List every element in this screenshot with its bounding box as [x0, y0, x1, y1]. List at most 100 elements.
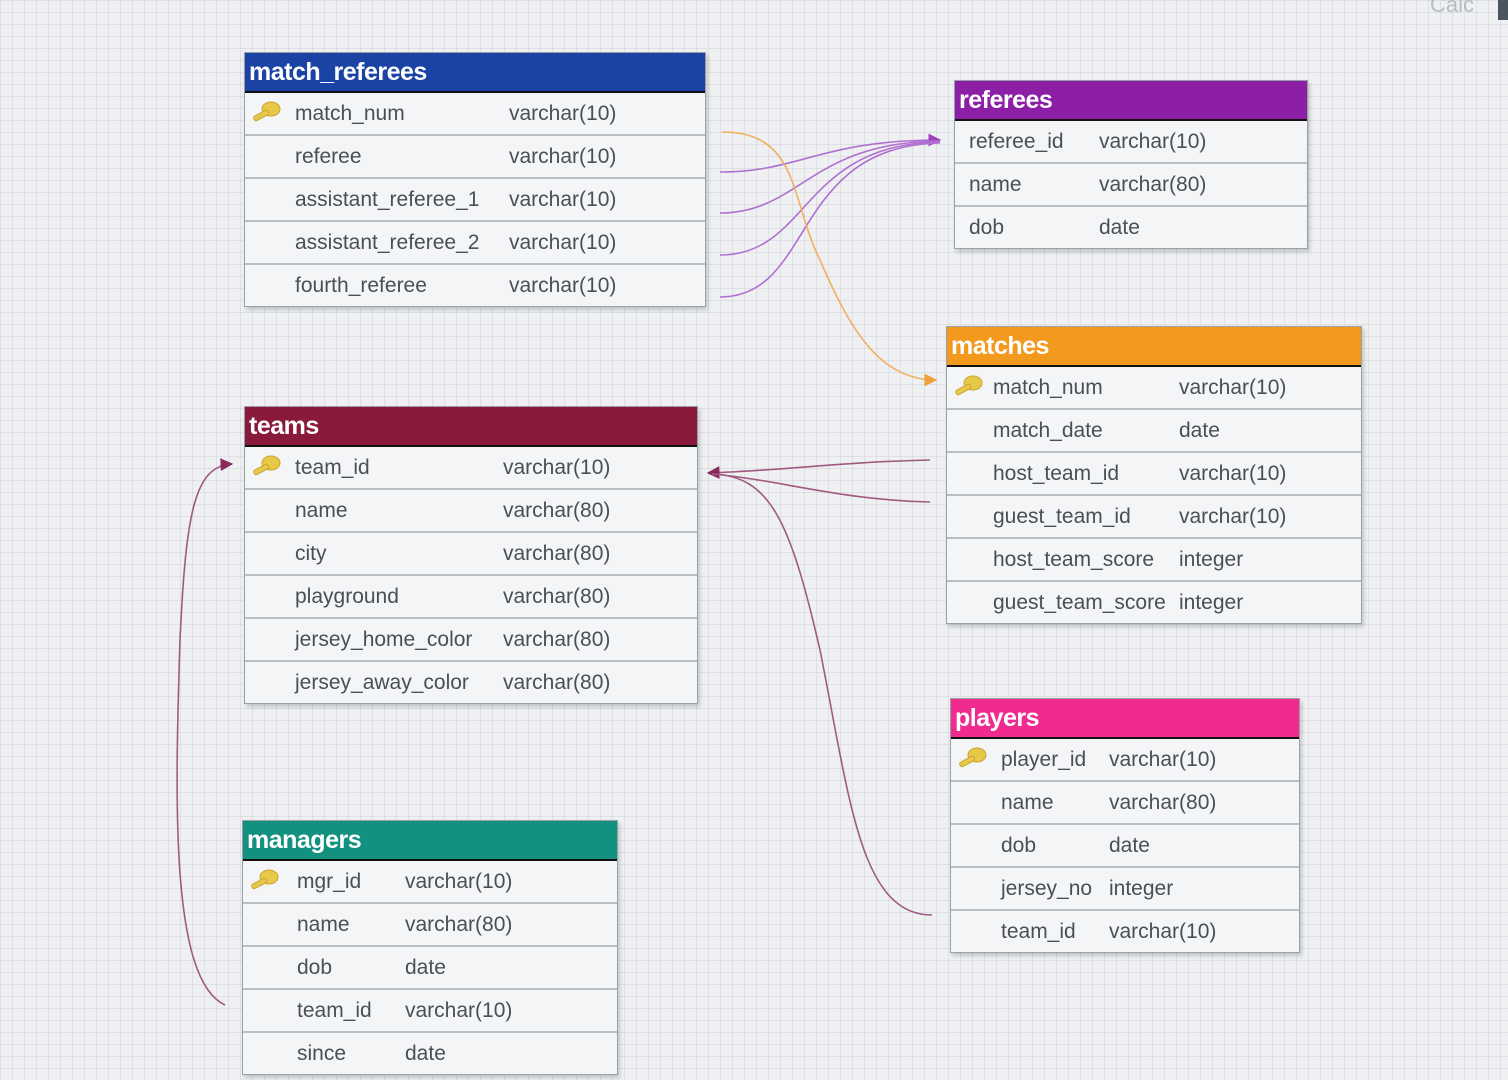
- connector-assistant-referee-2[interactable]: [719, 141, 941, 256]
- column-row[interactable]: team_id varchar(10): [245, 447, 697, 490]
- column-row[interactable]: jersey_no integer: [951, 868, 1299, 911]
- column-name: host_team_score: [993, 548, 1155, 571]
- connector-host-team[interactable]: [706, 459, 931, 479]
- connector-guest-team[interactable]: [711, 473, 931, 503]
- column-name: jersey_away_color: [295, 671, 469, 694]
- connector-manager-team[interactable]: [176, 458, 234, 1006]
- column-type: varchar(80): [503, 585, 611, 608]
- column-type: varchar(80): [503, 671, 611, 694]
- column-type: date: [405, 1042, 446, 1065]
- table-header[interactable]: referees: [955, 81, 1307, 121]
- column-name: dob: [1001, 834, 1037, 857]
- column-row[interactable]: guest_team_score integer: [947, 582, 1361, 623]
- connector-fourth-referee[interactable]: [719, 142, 941, 298]
- column-name: team_id: [295, 456, 370, 479]
- column-type: varchar(10): [509, 188, 617, 211]
- column-name: match_date: [993, 419, 1103, 442]
- primary-key-icon: [251, 101, 281, 125]
- column-type: integer: [1179, 548, 1244, 571]
- column-name: jersey_no: [1001, 877, 1093, 900]
- column-type: varchar(10): [509, 231, 617, 254]
- column-name: assistant_referee_1: [295, 188, 480, 211]
- column-type: varchar(80): [503, 542, 611, 565]
- column-name: host_team_id: [993, 462, 1120, 485]
- primary-key-icon: [953, 375, 983, 399]
- column-name: guest_team_score: [993, 591, 1166, 614]
- table-header[interactable]: managers: [243, 821, 617, 861]
- column-type: integer: [1109, 877, 1174, 900]
- primary-key-icon: [251, 455, 281, 479]
- corner-window-icon: [1498, 0, 1508, 20]
- column-name: playground: [295, 585, 399, 608]
- column-name: name: [297, 913, 350, 936]
- column-type: varchar(80): [503, 628, 611, 651]
- column-row[interactable]: since date: [243, 1033, 617, 1074]
- column-row[interactable]: name varchar(80): [243, 904, 617, 947]
- column-name: assistant_referee_2: [295, 231, 480, 254]
- column-row[interactable]: host_team_score integer: [947, 539, 1361, 582]
- table-header[interactable]: teams: [245, 407, 697, 447]
- column-name: match_num: [295, 102, 405, 125]
- column-type: varchar(10): [1109, 748, 1217, 771]
- column-row[interactable]: team_id varchar(10): [243, 990, 617, 1033]
- connector-assistant-referee-1[interactable]: [719, 140, 941, 214]
- column-name: since: [297, 1042, 347, 1065]
- column-name: player_id: [1001, 748, 1087, 771]
- primary-key-icon: [249, 869, 279, 893]
- column-row[interactable]: jersey_away_color varchar(80): [245, 662, 697, 703]
- column-type: varchar(10): [1179, 505, 1287, 528]
- primary-key-icon: [957, 747, 987, 771]
- column-row[interactable]: assistant_referee_2 varchar(10): [245, 222, 705, 265]
- connector-referee[interactable]: [719, 133, 942, 173]
- column-type: varchar(10): [405, 999, 513, 1022]
- column-row[interactable]: assistant_referee_1 varchar(10): [245, 179, 705, 222]
- column-type: varchar(10): [509, 274, 617, 297]
- corner-label: Calc: [1429, 0, 1474, 17]
- column-name: team_id: [297, 999, 372, 1022]
- connector-match-num[interactable]: [721, 131, 938, 387]
- column-type: integer: [1179, 591, 1244, 614]
- column-type: varchar(80): [405, 913, 513, 936]
- column-name: name: [295, 499, 348, 522]
- column-name: name: [969, 173, 1022, 196]
- column-row[interactable]: jersey_home_color varchar(80): [245, 619, 697, 662]
- connector-player-team[interactable]: [711, 473, 933, 916]
- table-header[interactable]: players: [951, 699, 1299, 739]
- column-name: jersey_home_color: [295, 628, 473, 651]
- column-type: varchar(80): [1099, 173, 1207, 196]
- column-name: referee_id: [969, 130, 1064, 153]
- table-header[interactable]: matches: [947, 327, 1361, 367]
- table-header[interactable]: match_referees: [245, 53, 705, 93]
- column-row[interactable]: name varchar(80): [955, 164, 1307, 207]
- column-row[interactable]: playground varchar(80): [245, 576, 697, 619]
- column-name: referee: [295, 145, 362, 168]
- column-type: varchar(10): [1179, 376, 1287, 399]
- column-row[interactable]: player_id varchar(10): [951, 739, 1299, 782]
- column-type: varchar(80): [1109, 791, 1217, 814]
- column-type: varchar(10): [503, 456, 611, 479]
- column-type: date: [1099, 216, 1140, 239]
